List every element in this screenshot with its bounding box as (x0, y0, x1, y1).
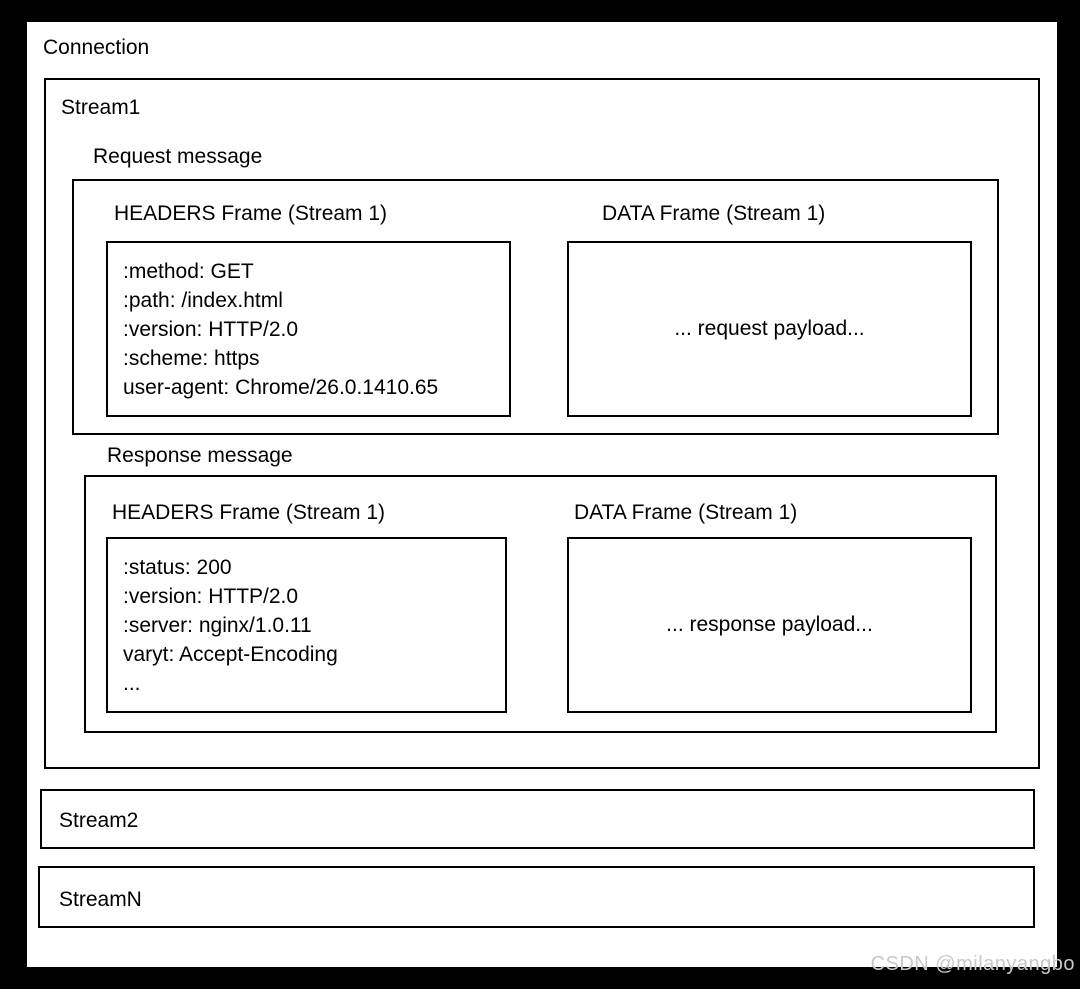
response-headers-frame-title: HEADERS Frame (Stream 1) (112, 501, 386, 524)
connection-box: Connection Stream1 Request message HEADE… (27, 22, 1057, 967)
response-data-frame-title: DATA Frame (Stream 1) (574, 501, 798, 524)
response-headers-frame-content: :status: 200 :version: HTTP/2.0 :server:… (106, 537, 507, 713)
streamN-label: StreamN (59, 888, 142, 911)
request-headers-frame-content: :method: GET :path: /index.html :version… (106, 241, 511, 417)
header-line: :path: /index.html (123, 289, 283, 312)
csdn-watermark: CSDN @milanyangbo (870, 953, 1075, 975)
header-line: :scheme: https (123, 347, 260, 370)
header-line: varyt: Accept-Encoding (123, 643, 338, 666)
response-data-frame-content: ... response payload... (567, 537, 972, 713)
request-data-frame-title: DATA Frame (Stream 1) (602, 202, 826, 225)
response-payload-text: ... response payload... (666, 613, 873, 636)
header-line: :version: HTTP/2.0 (123, 585, 299, 608)
header-line: :version: HTTP/2.0 (123, 318, 299, 341)
connection-label: Connection (43, 36, 150, 59)
header-line: :status: 200 (123, 556, 232, 579)
header-line: user-agent: Chrome/26.0.1410.65 (123, 376, 439, 399)
request-payload-text: ... request payload... (674, 317, 865, 340)
request-message-label: Request message (93, 145, 263, 168)
request-headers-frame-title: HEADERS Frame (Stream 1) (114, 202, 388, 225)
response-message-label: Response message (107, 444, 293, 467)
stream1-label: Stream1 (61, 96, 141, 119)
stream2-box: Stream2 (40, 789, 1035, 849)
header-line: :server: nginx/1.0.11 (123, 614, 312, 637)
streamN-box: StreamN (38, 866, 1035, 928)
response-message-box: HEADERS Frame (Stream 1) :status: 200 :v… (84, 475, 997, 733)
header-line: ... (123, 672, 141, 695)
stream2-label: Stream2 (59, 809, 139, 832)
header-line: :method: GET (123, 260, 254, 283)
request-data-frame-content: ... request payload... (567, 241, 972, 417)
request-message-box: HEADERS Frame (Stream 1) :method: GET :p… (72, 179, 999, 435)
stream1-box: Stream1 Request message HEADERS Frame (S… (44, 78, 1040, 769)
